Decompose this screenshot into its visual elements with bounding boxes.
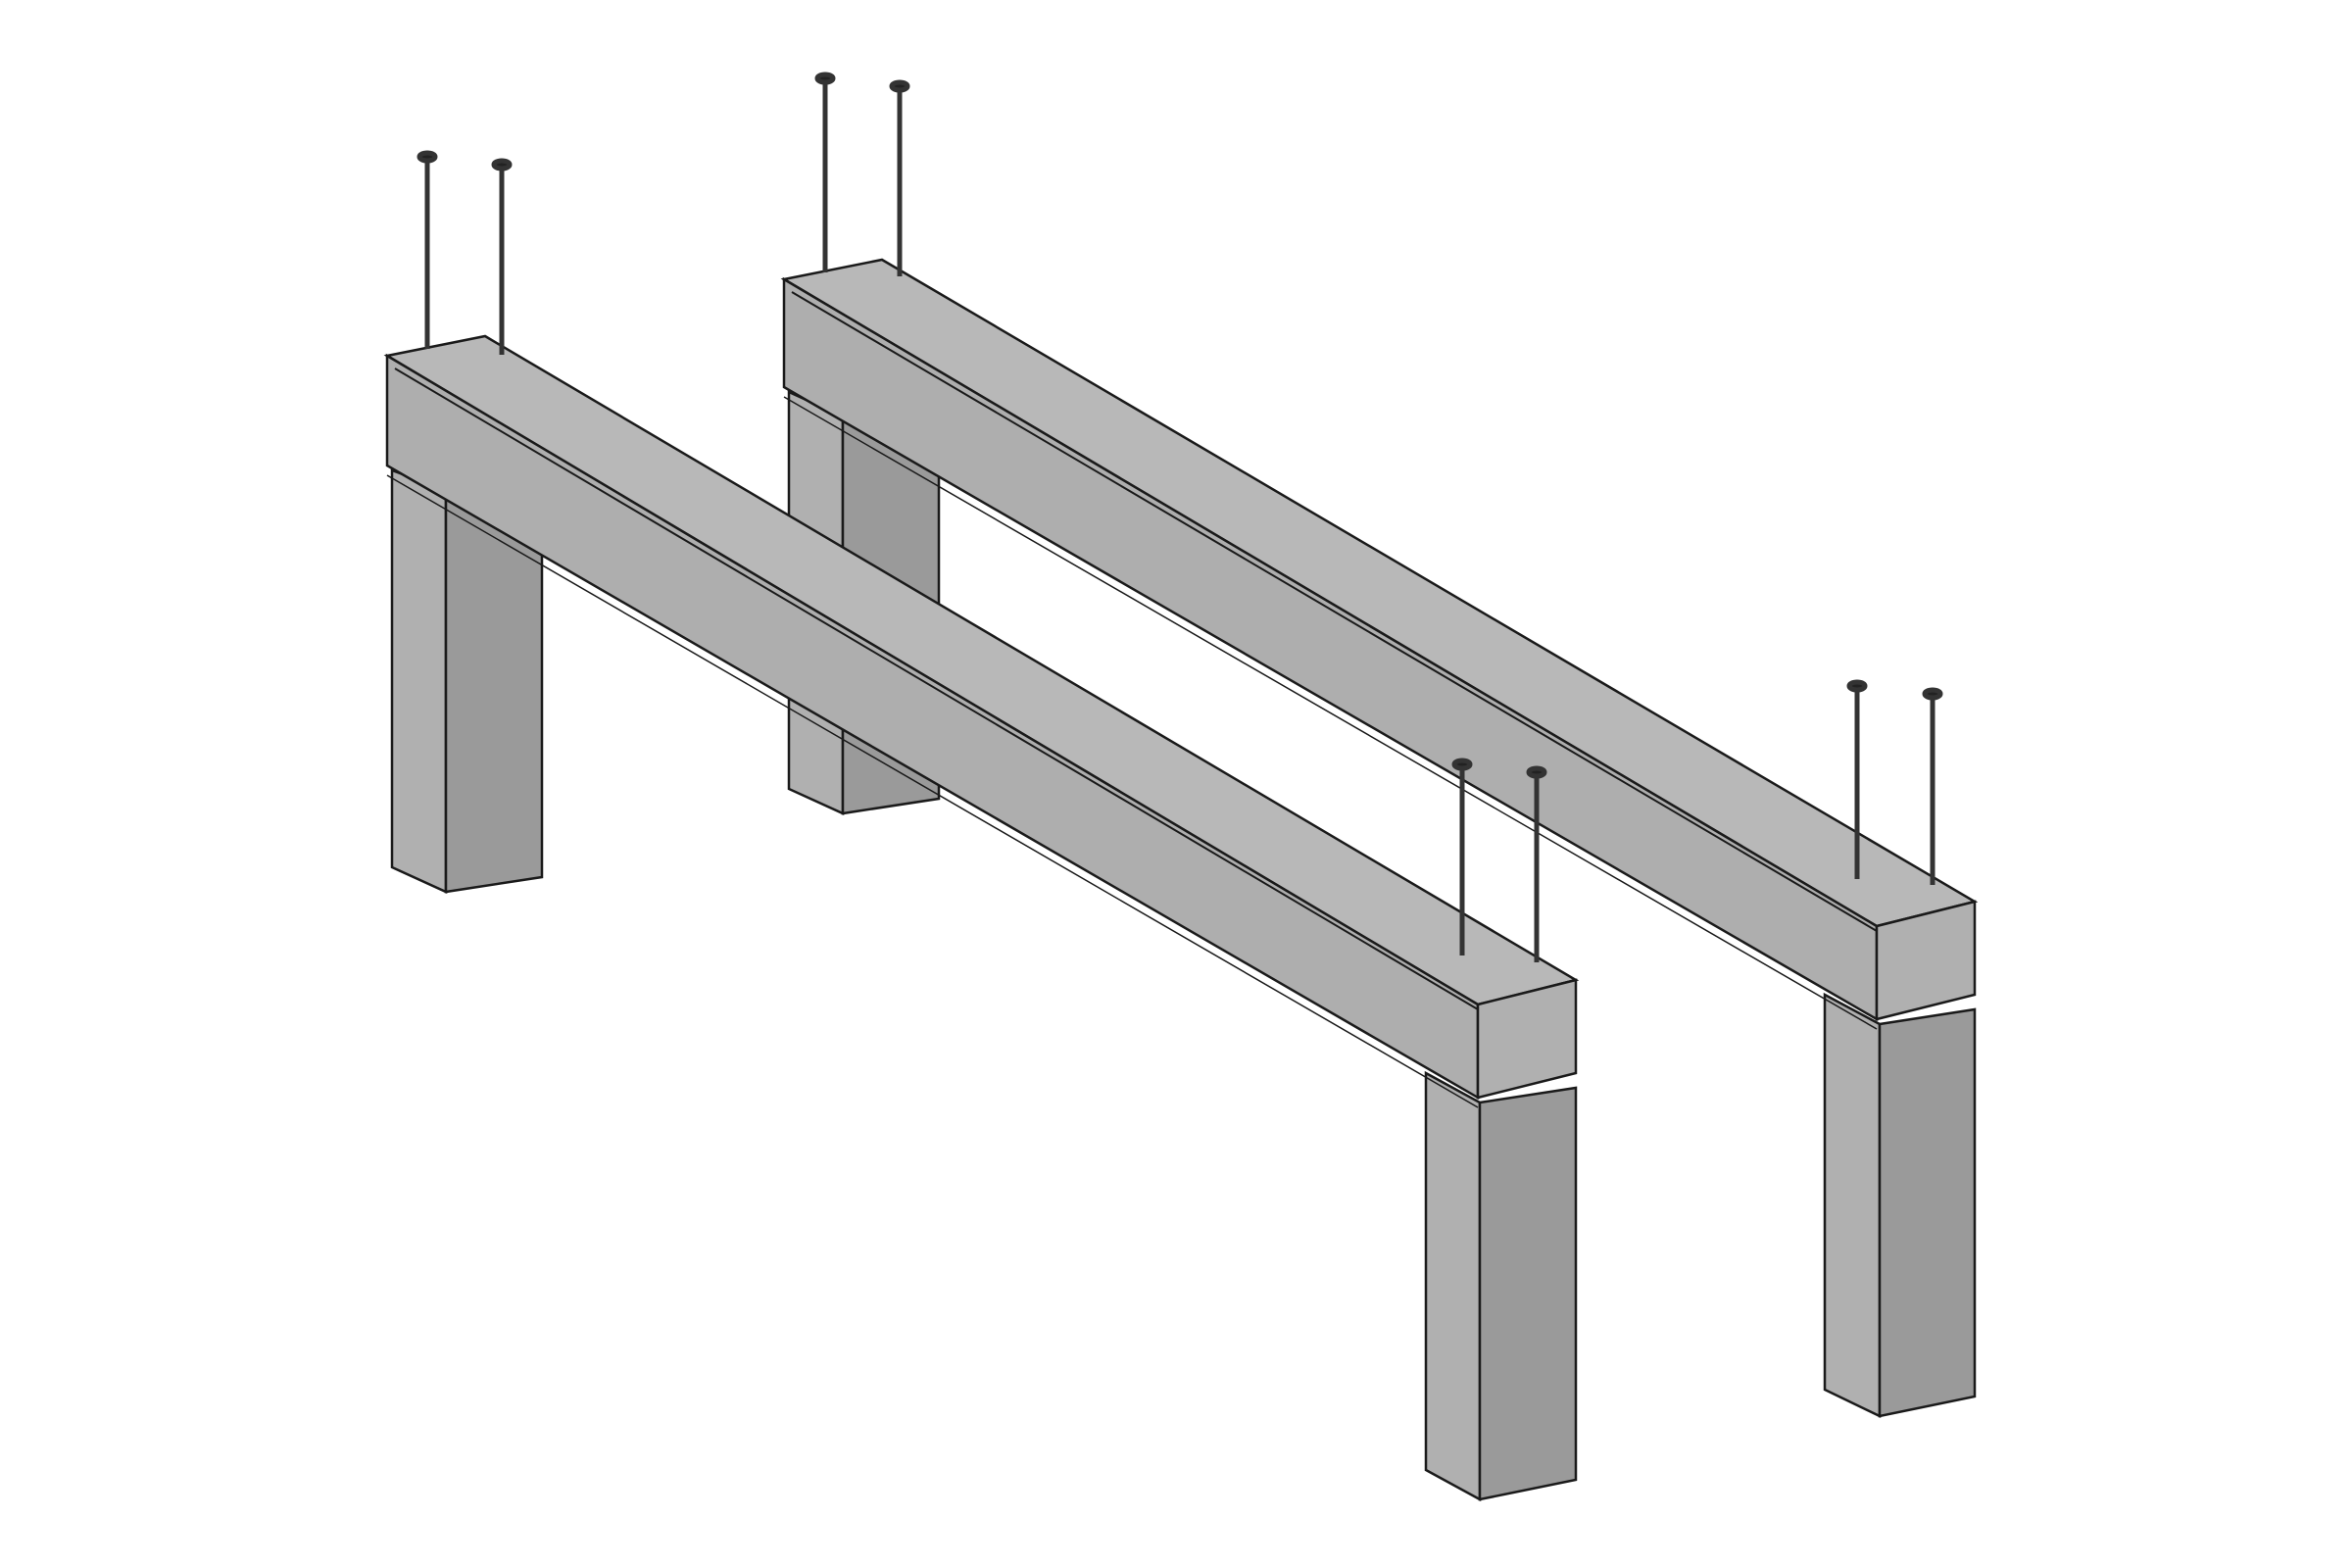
front-frame-nails: [416, 150, 1547, 962]
front-beam-seam-line: [394, 368, 1479, 1010]
front-right-leg: [1424, 1070, 1578, 1502]
front-right-leg-side-face: [1478, 1086, 1578, 1501]
nail-head: [1846, 679, 1868, 693]
back-right-leg-front-face: [1823, 992, 1882, 1418]
front-top-beam: [383, 334, 1580, 1108]
nail-head: [491, 158, 513, 172]
back-beam-end-face: [1875, 900, 1977, 1021]
nail-head: [1451, 758, 1473, 771]
nail-head: [814, 72, 836, 85]
front-beam-bottom-seam: [386, 474, 1479, 1108]
front-left-leg: [390, 468, 544, 894]
back-top-beam: [780, 258, 1979, 1030]
nail-head: [1526, 765, 1547, 779]
nail-head: [416, 150, 438, 164]
back-frame: [780, 72, 1979, 1418]
front-beam-end-face: [1476, 978, 1578, 1100]
back-beam-bottom-seam: [783, 396, 1878, 1030]
nail-head: [1922, 687, 1943, 701]
back-right-leg-side-face: [1878, 1007, 1977, 1418]
front-frame: [383, 150, 1580, 1502]
back-beam-seam-line: [791, 291, 1878, 932]
front-left-leg-front-face: [390, 468, 448, 894]
back-frame-nails: [814, 72, 1943, 885]
back-beam-top-face: [780, 258, 1979, 928]
back-right-leg: [1823, 992, 1977, 1418]
nail-head: [889, 79, 910, 93]
front-right-leg-front-face: [1424, 1070, 1482, 1502]
